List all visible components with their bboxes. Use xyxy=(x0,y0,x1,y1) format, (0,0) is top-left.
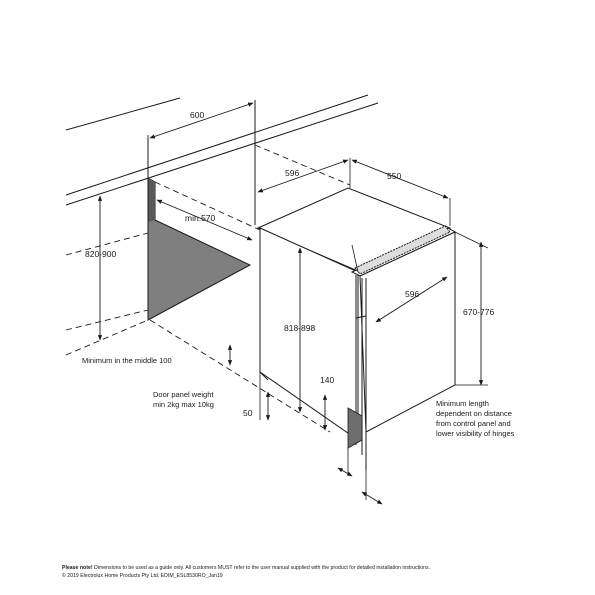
footer-copyright: © 2019 Electrolux Home Products Pty Ltd.… xyxy=(62,573,223,579)
arrow-depth-appliance xyxy=(257,159,349,193)
note-minimum-middle: Minimum in the middle 100 xyxy=(82,356,172,365)
note-min-length-3: from control panel and xyxy=(436,419,511,428)
disclaimer-text: Dimensions to be used as a guide only. A… xyxy=(92,565,431,571)
worktop xyxy=(65,94,379,206)
arrow-width-top xyxy=(149,102,254,139)
footer-disclaimer: Please note! Dimensions to be used as a … xyxy=(62,564,582,572)
label-gap: 50 xyxy=(243,408,253,418)
plinth xyxy=(347,407,363,449)
label-depth-appliance: 596 xyxy=(285,168,299,178)
note-min-length-2: dependent on distance xyxy=(436,409,512,418)
label-depth-min: min.570 xyxy=(185,213,216,223)
arrow-depth-top xyxy=(351,159,449,199)
note-door-weight-2: min 2kg max 10kg xyxy=(153,400,214,409)
note-min-length-4: lower visibility of hinges xyxy=(436,429,515,438)
footer: Please note! Dimensions to be used as a … xyxy=(62,564,582,580)
note-door-weight-1: Door panel weight xyxy=(153,390,214,399)
arrow-bottom-right xyxy=(361,491,383,505)
label-door-height: 670-776 xyxy=(463,307,494,317)
label-plinth-height: 140 xyxy=(320,375,334,385)
note-min-length-1: Minimum length xyxy=(436,399,489,408)
please-note-label: Please note! xyxy=(62,565,93,571)
arrow-door-depth xyxy=(375,276,448,323)
label-door-depth: 596 xyxy=(405,289,419,299)
installation-diagram: 600 596 550 min.570 820-900 818-898 596 … xyxy=(65,94,515,505)
label-appliance-height: 818-898 xyxy=(284,323,315,333)
arrow-depth-min xyxy=(156,199,253,241)
label-width-top: 600 xyxy=(190,110,204,120)
label-niche-height: 820-900 xyxy=(85,249,116,259)
arrow-bottom-left xyxy=(337,467,353,477)
dimension-arrows xyxy=(97,102,484,505)
label-depth-top: 550 xyxy=(387,171,401,181)
